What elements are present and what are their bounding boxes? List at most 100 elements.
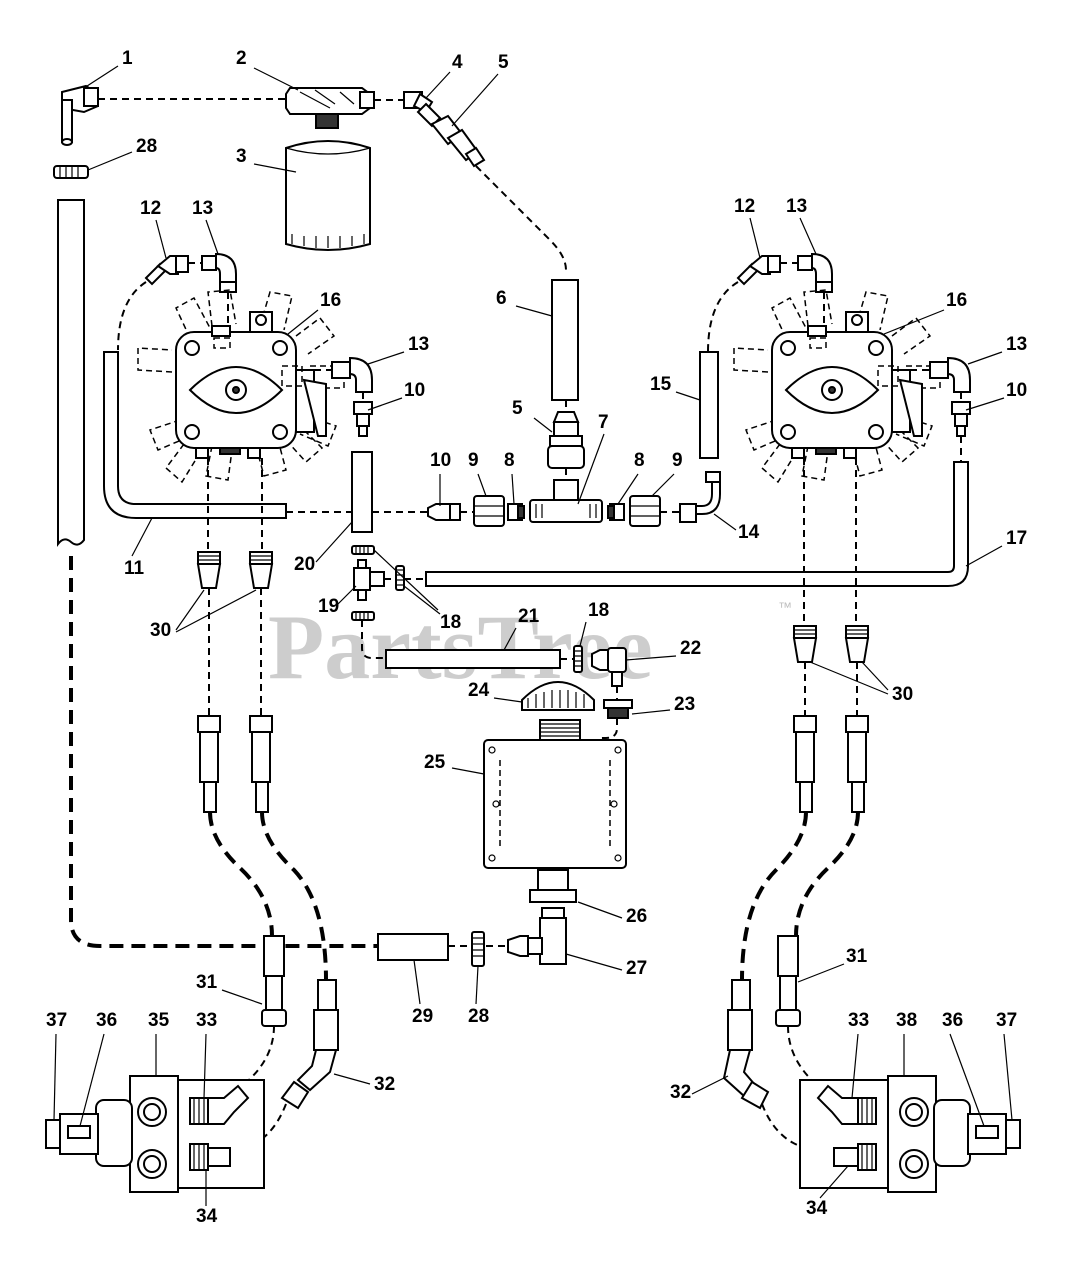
part-12-hose-barb-right: [736, 255, 781, 286]
callout-label-c31R: 31: [846, 946, 868, 967]
dashed-link-31-33-right: [787, 1025, 829, 1095]
part-27-elbow-barb: [507, 917, 567, 965]
leader-line-c28b: [475, 965, 479, 1005]
part-13-elbow-right-top: [797, 252, 833, 293]
leader-line-c3: [253, 163, 297, 173]
leader-line-c19: [337, 585, 357, 605]
dashed-link-18-21: [361, 620, 386, 659]
callout-label-c8R: 8: [634, 450, 645, 471]
part-31-hose-end-right: [775, 935, 801, 1027]
part-1-elbow-fitting: [61, 84, 99, 146]
part-16-hydraulic-pump-right: [733, 289, 941, 484]
callout-label-c5a: 5: [498, 52, 509, 73]
leader-line-c29: [413, 959, 421, 1005]
part-23-grommet: [603, 699, 633, 719]
watermark: PartsTree: [268, 596, 653, 698]
leader-line-c10R: [965, 397, 1005, 411]
leader-line-c18a: [373, 549, 439, 611]
callout-label-c16L: 16: [320, 290, 341, 311]
part-16-hydraulic-pump-left: [137, 289, 345, 484]
hose-end-left-a: [197, 715, 221, 813]
part-33-elbow-right-motor: [816, 1084, 877, 1125]
part-3-oil-filter: [285, 140, 371, 251]
callout-label-c12R: 12: [734, 196, 755, 217]
callout-label-c12L: 12: [140, 198, 161, 219]
part-10-barb-middle: [427, 503, 461, 521]
hose-end-right-a: [793, 715, 817, 813]
part-10-barb-left-pump: [353, 401, 373, 437]
callout-label-c17: 17: [1006, 528, 1027, 549]
leader-line-c11: [131, 517, 153, 557]
dashed-link-29-29: [69, 556, 378, 948]
part-24-reservoir-cap: [521, 681, 595, 711]
callout-label-c2: 2: [236, 48, 247, 69]
part-13-elbow-right-side: [929, 356, 971, 393]
part-29-hose-segment: [377, 933, 449, 961]
leader-line-c8R: [617, 473, 639, 505]
leader-line-c10L: [367, 397, 403, 411]
dashed-link-31-33-left: [231, 1025, 275, 1095]
part-11-hose-left-return: [103, 351, 287, 519]
leader-line-c20: [315, 521, 353, 563]
leader-line-c12L: [155, 219, 167, 259]
callout-label-c6: 6: [496, 288, 507, 309]
dashed-hose-left-a: [208, 811, 274, 937]
part-5-hose-barb-lower: [547, 411, 585, 469]
leader-line-c1: [83, 65, 119, 89]
part-9-nut-left: [473, 495, 505, 527]
part-21-hose-short: [385, 649, 561, 669]
part-4-45deg-fitting: [403, 91, 442, 128]
leader-line-c34R: [819, 1165, 849, 1199]
callout-label-c1: 1: [122, 48, 133, 69]
part-18-clamp-d: [573, 645, 583, 673]
part-28-clamp-bottom: [471, 931, 485, 967]
callout-label-c10M: 10: [430, 450, 451, 471]
callout-label-c32L: 32: [374, 1074, 395, 1095]
part-10-barb-right-pump: [951, 401, 971, 437]
callout-label-c34R: 34: [806, 1198, 828, 1219]
callout-label-c30L: 30: [150, 620, 171, 641]
dashed-hose-right-b: [794, 811, 860, 937]
callout-label-c36L: 36: [96, 1010, 117, 1031]
dashed-link-12-15: [707, 281, 739, 353]
leader-line-c18b: [579, 621, 587, 647]
dashed-hose-left-b: [260, 811, 328, 981]
callout-label-c10L: 10: [404, 380, 425, 401]
leader-line-c4: [425, 71, 451, 99]
part-32-hose-end-left: [280, 979, 339, 1110]
leader-line-c24: [493, 697, 523, 703]
callout-label-c3: 3: [236, 146, 247, 167]
hose-end-right-b: [845, 715, 869, 813]
watermark-trademark: ™: [778, 599, 792, 615]
callout-label-c15: 15: [650, 374, 672, 395]
callout-label-c13L2: 13: [408, 334, 429, 355]
part-17-hose-long: [425, 461, 969, 587]
leader-line-c22: [625, 655, 677, 661]
callout-label-c25: 25: [424, 752, 446, 773]
leader-line-c30R-b: [861, 661, 889, 691]
callout-label-c38: 38: [896, 1010, 917, 1031]
part-2-filter-head: [285, 87, 375, 129]
leader-line-c36R: [949, 1033, 985, 1127]
leader-line-c7: [577, 433, 605, 505]
hose-end-left-b: [249, 715, 273, 813]
callout-label-c22: 22: [680, 638, 701, 659]
part-18-clamp-a: [351, 545, 375, 555]
part-30-adapter-left-a: [196, 551, 222, 589]
callout-label-c21: 21: [518, 606, 540, 627]
callout-label-c18a: 18: [440, 612, 461, 633]
leader-line-c2: [253, 67, 299, 91]
leader-line-c25: [451, 767, 485, 775]
callout-label-c13R2: 13: [1006, 334, 1027, 355]
part-15-hose-right: [699, 351, 719, 459]
leader-line-c23: [631, 709, 671, 715]
leader-line-c31L: [221, 989, 263, 1005]
callout-label-c30R: 30: [892, 684, 913, 705]
callout-label-c18b: 18: [588, 600, 609, 621]
part-30-adapter-right-a: [792, 625, 818, 663]
leader-line-c6: [515, 305, 553, 317]
leader-line-c31R: [797, 963, 845, 983]
part-20-hose-short: [351, 451, 373, 533]
leader-line-c8L: [511, 473, 515, 505]
